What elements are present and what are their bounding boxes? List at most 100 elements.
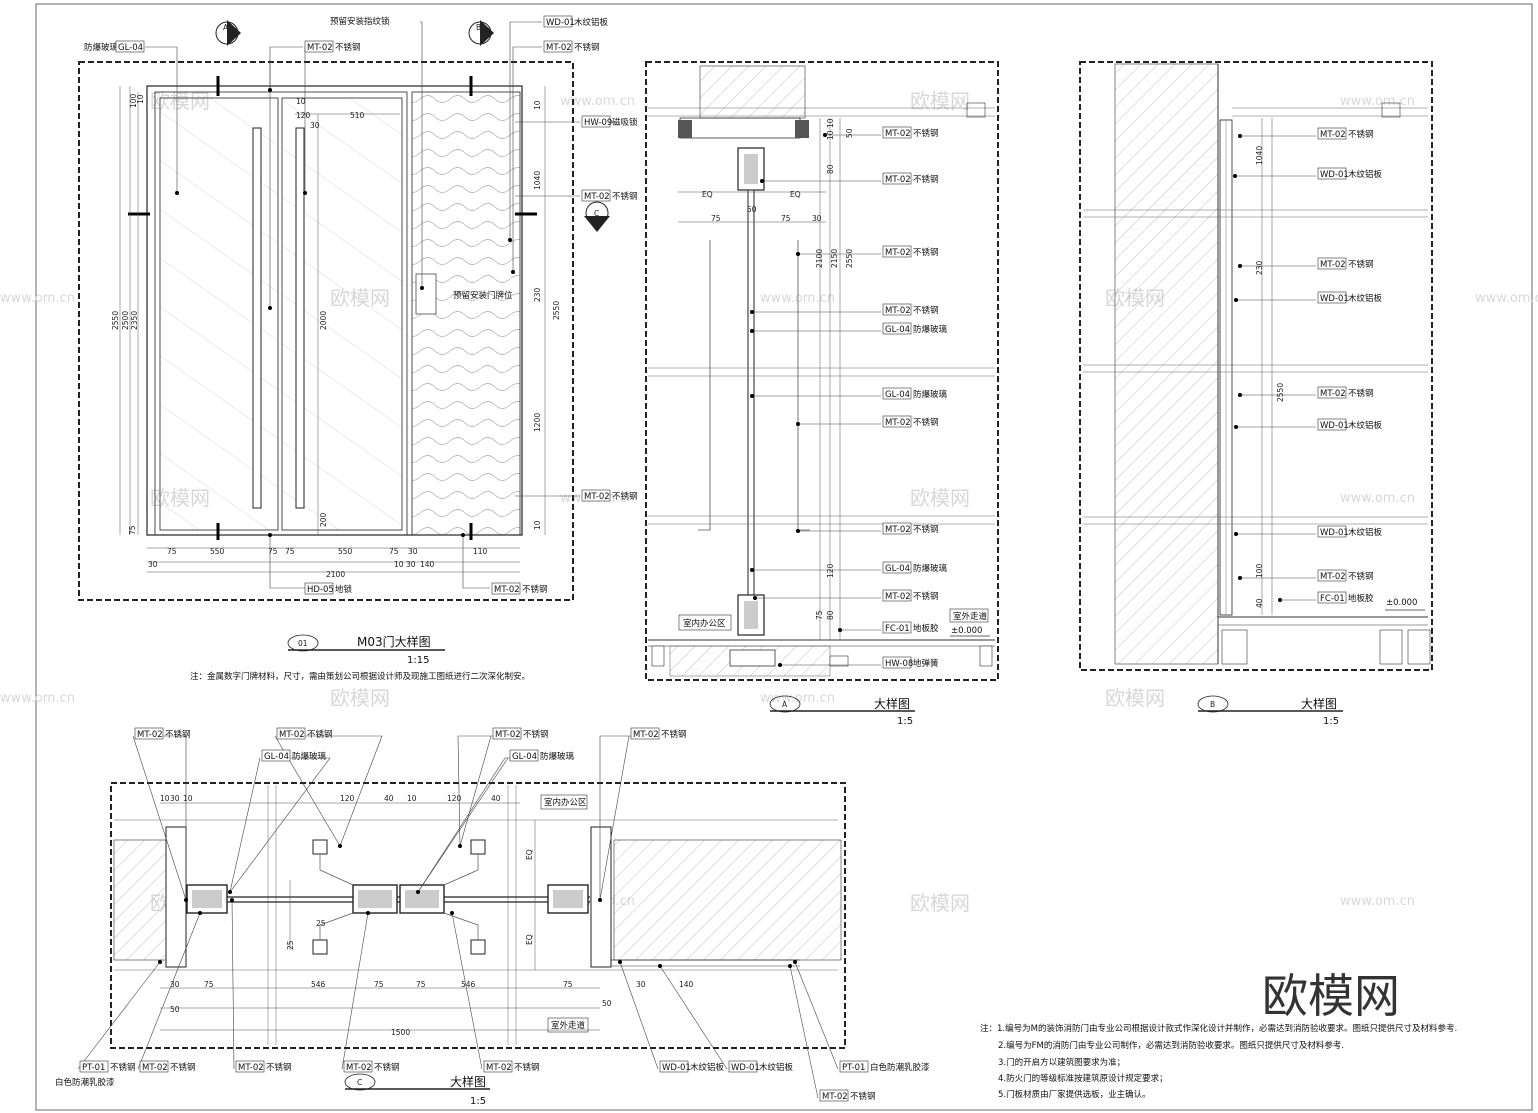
callout-code: PT-01 (842, 1063, 865, 1073)
sheet-border (35, 3, 1533, 1111)
callout-name: 不锈钢 (913, 305, 939, 316)
svg-text:110: 110 (473, 547, 488, 556)
detail-c: 室内办公区 室外走道 10 30 10 120 40 10 120 40 30 … (55, 727, 930, 1107)
svg-text:B: B (476, 23, 481, 32)
svg-text:75: 75 (285, 547, 295, 556)
callout-code: MT-02 (486, 1063, 512, 1073)
callout-code: MT-02 (1320, 389, 1346, 399)
callout-name: 不锈钢 (307, 729, 333, 740)
callout-name: 地弹簧 (913, 658, 939, 669)
svg-text:10: 10 (160, 794, 170, 803)
watermark-logo: 欧模网 (910, 486, 970, 510)
watermark-site: www.om.cn (0, 291, 75, 306)
watermark-logo: 欧模网 (330, 686, 390, 710)
svg-text:2550: 2550 (845, 249, 854, 268)
callout-name: 不锈钢 (266, 1062, 292, 1073)
svg-text:B: B (1210, 700, 1215, 709)
watermark-site: www.om.cn (760, 291, 835, 306)
callout-code: MT-02 (885, 418, 911, 428)
callout-code: HW-08 (885, 659, 913, 669)
callout-code: FC-01 (1320, 594, 1345, 604)
callout-name: 木纹铝板 (1348, 527, 1383, 538)
left-pull-handle (252, 127, 262, 509)
label-mt02-name: 不锈钢 (612, 191, 638, 202)
pt01-description: 白色防潮乳胶漆 (55, 1077, 115, 1088)
svg-text:C: C (594, 209, 599, 218)
svg-text:1500: 1500 (391, 1028, 410, 1037)
svg-text:30: 30 (310, 121, 320, 130)
svg-text:A: A (223, 23, 229, 32)
label-mt02-code: MT-02 (494, 585, 520, 595)
svg-text:10: 10 (826, 118, 835, 128)
callout-code: WD-01 (1320, 528, 1349, 538)
svg-text:25: 25 (286, 940, 295, 950)
svg-text:10: 10 (394, 560, 404, 569)
label-mt02-code: MT-02 (307, 43, 333, 53)
svg-text:10: 10 (533, 520, 542, 530)
note-line-2: 2.编号为FM的消防门由专业公司制作，必需达到消防验收要求。图纸只提供尺寸及材料… (998, 1040, 1344, 1051)
room-outside-label: 室外走道 (551, 1020, 586, 1031)
detail-a: 室内办公区 室外走道 ±0.000 EQ EQ 75 75 50 30 10 1… (645, 61, 999, 727)
room-inside-label: 室内办公区 (683, 618, 726, 629)
detail-c-frame (110, 782, 846, 1049)
section-mark-a: A (215, 20, 241, 46)
detail-b-title-text: 大样图 (1301, 696, 1337, 711)
label-mt02-name: 不锈钢 (335, 42, 361, 53)
callout-name: 不锈钢 (165, 729, 191, 740)
svg-text:100: 100 (1255, 563, 1264, 578)
svg-text:1040: 1040 (1255, 146, 1264, 165)
callout-name: 不锈钢 (514, 1062, 540, 1073)
svg-text:120: 120 (447, 794, 462, 803)
callout-code: MT-02 (346, 1063, 372, 1073)
svg-text:1200: 1200 (533, 413, 542, 432)
watermark-big-logo: 欧模网 (1262, 969, 1400, 1023)
svg-text:75: 75 (167, 547, 177, 556)
svg-text:230: 230 (1255, 260, 1264, 275)
note-line-1: 注：1.编号为M的装饰消防门由专业公司根据设计款式作深化设计并制作，必需达到消防… (980, 1023, 1457, 1034)
door-leaves (154, 91, 408, 536)
callout-code: GL-04 (264, 752, 289, 762)
svg-text:75: 75 (416, 980, 426, 989)
svg-text:230: 230 (533, 287, 542, 302)
svg-text:550: 550 (338, 547, 353, 556)
right-pull-handle (295, 127, 305, 509)
watermark-site: www.om.cn (1475, 291, 1538, 306)
svg-text:120: 120 (296, 111, 311, 120)
callout-code: WD-01 (1320, 421, 1349, 431)
svg-text:2500: 2500 (121, 311, 130, 330)
callout-code: MT-02 (633, 730, 659, 740)
label-mt02-name: 不锈钢 (612, 491, 638, 502)
svg-text:10: 10 (407, 794, 417, 803)
elevation-scale: 1:15 (407, 655, 429, 666)
callout-name: 不锈钢 (913, 417, 939, 428)
svg-text:80: 80 (826, 164, 835, 174)
label-fingerprint-lock: 预留安装指纹锁 (330, 16, 390, 27)
callout-name: 防爆玻璃 (913, 324, 948, 335)
callout-name: 地板胶 (913, 623, 939, 634)
detail-a-frame (645, 61, 999, 681)
callout-name: 不锈钢 (1348, 259, 1374, 270)
callout-code: GL-04 (885, 390, 910, 400)
label-mt02-code: MT-02 (584, 492, 610, 502)
detail-a-scale: 1:5 (897, 716, 913, 727)
